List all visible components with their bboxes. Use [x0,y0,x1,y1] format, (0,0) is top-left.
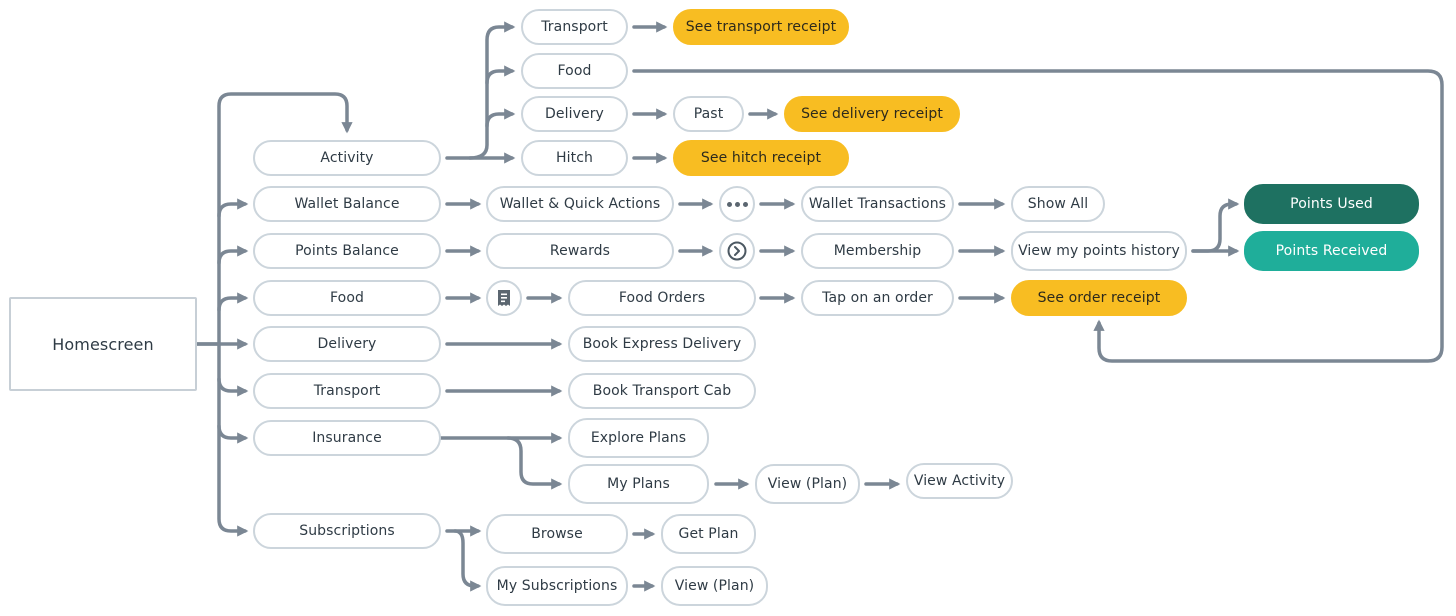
trunk-line [217,342,249,537]
connector [506,436,563,490]
see-order-receipt-node[interactable]: See order receipt [1011,280,1187,316]
get-plan-node[interactable]: Get Plan [661,514,756,554]
view-plan-subscriptions-node[interactable]: View (Plan) [661,566,768,606]
view-plan-insurance-node[interactable]: View (Plan) [755,464,860,504]
view-activity-node[interactable]: View Activity [906,463,1013,499]
see-delivery-receipt-node[interactable]: See delivery receipt [784,96,960,132]
connector [217,198,249,218]
rewards-node[interactable]: Rewards [486,233,674,269]
activity-delivery-node[interactable]: Delivery [521,96,628,132]
see-hitch-receipt-node[interactable]: See hitch receipt [673,140,849,176]
points-used-node[interactable]: Points Used [1244,184,1419,224]
points-received-node[interactable]: Points Received [1244,231,1419,271]
explore-plans-node[interactable]: Explore Plans [568,418,709,458]
show-all-node[interactable]: Show All [1011,186,1105,222]
connector [485,65,516,85]
more-dots-icon[interactable] [719,186,755,222]
wallet-transactions-node[interactable]: Wallet Transactions [801,186,954,222]
connector [217,424,249,444]
circle-arrow-glyph [727,241,747,261]
food-orders-node[interactable]: Food Orders [568,280,756,316]
points-balance-node[interactable]: Points Balance [253,233,441,269]
activity-food-node[interactable]: Food [521,53,628,89]
transport-node[interactable]: Transport [253,373,441,409]
tap-on-order-node[interactable]: Tap on an order [801,280,954,316]
connector [1191,198,1240,253]
trunk-line [194,92,353,346]
connector [632,69,1444,363]
connector [468,21,516,160]
connector [217,377,249,397]
book-express-delivery-node[interactable]: Book Express Delivery [568,326,756,362]
subscriptions-node[interactable]: Subscriptions [253,513,441,549]
receipt-icon[interactable] [486,280,522,316]
circle-arrow-icon[interactable] [719,233,755,269]
past-node[interactable]: Past [673,96,744,132]
connector [453,529,482,592]
connector [217,292,249,312]
homescreen-node[interactable]: Homescreen [9,297,197,391]
wallet-quick-actions-node[interactable]: Wallet & Quick Actions [486,186,674,222]
connector [217,245,249,265]
view-points-history-node[interactable]: View my points history [1011,231,1187,271]
connector [485,108,516,128]
insurance-node[interactable]: Insurance [253,420,441,456]
browse-node[interactable]: Browse [486,514,628,554]
activity-hitch-node[interactable]: Hitch [521,140,628,176]
see-transport-receipt-node[interactable]: See transport receipt [673,9,849,45]
wallet-balance-node[interactable]: Wallet Balance [253,186,441,222]
book-transport-cab-node[interactable]: Book Transport Cab [568,373,756,409]
membership-node[interactable]: Membership [801,233,954,269]
food-node[interactable]: Food [253,280,441,316]
receipt-glyph [498,290,510,306]
activity-node[interactable]: Activity [253,140,441,176]
activity-transport-node[interactable]: Transport [521,9,628,45]
my-plans-node[interactable]: My Plans [568,464,709,504]
my-subscriptions-node[interactable]: My Subscriptions [486,566,628,606]
delivery-node[interactable]: Delivery [253,326,441,362]
